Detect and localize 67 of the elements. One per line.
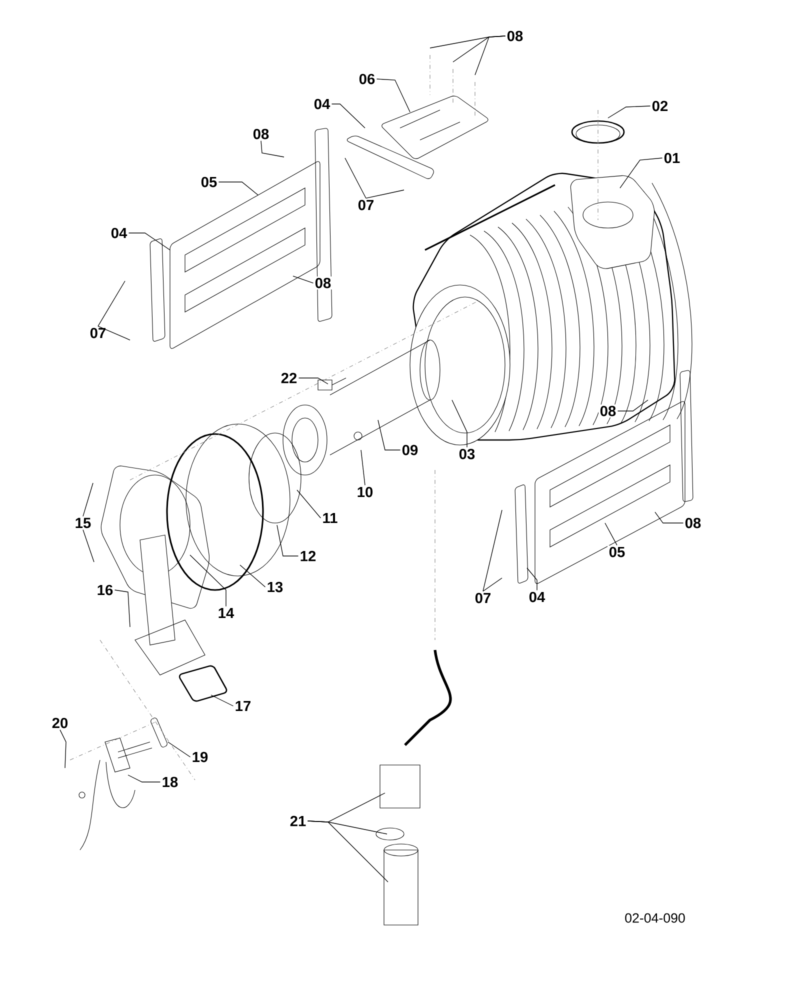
leader-line bbox=[526, 568, 538, 591]
leader-line bbox=[298, 378, 328, 384]
leader-line bbox=[276, 524, 299, 556]
drawing-number: 02-04-090 bbox=[625, 913, 685, 923]
callout-number: 05 bbox=[200, 175, 218, 189]
leader-line bbox=[82, 482, 94, 517]
callout-number: 15 bbox=[74, 516, 92, 530]
leader-line bbox=[296, 490, 321, 518]
callout-number: 08 bbox=[598, 404, 618, 418]
leader-line bbox=[210, 694, 234, 706]
callout-number: 10 bbox=[356, 485, 374, 499]
callout-number: 02 bbox=[650, 100, 670, 113]
leader-line bbox=[98, 280, 126, 327]
leader-line bbox=[482, 510, 502, 592]
leader-line bbox=[474, 36, 506, 76]
callout-number: 07 bbox=[356, 198, 376, 212]
callout-number: 01 bbox=[662, 151, 682, 165]
callout-number: 14 bbox=[216, 606, 236, 620]
callout-number: 08 bbox=[684, 516, 702, 530]
callout-number: 04 bbox=[110, 226, 128, 240]
leader-line bbox=[604, 522, 618, 546]
leader-line bbox=[608, 106, 651, 118]
leader-line bbox=[240, 564, 266, 588]
leader-line bbox=[292, 276, 314, 284]
leader-line bbox=[617, 400, 648, 412]
leader-line bbox=[60, 729, 66, 768]
callout-number: 08 bbox=[252, 128, 270, 141]
callout-number: 21 bbox=[288, 814, 308, 828]
leader-line bbox=[378, 420, 401, 450]
callout-number: 09 bbox=[400, 443, 420, 457]
leader-line bbox=[168, 742, 191, 758]
leader-line bbox=[366, 190, 404, 199]
callout-number: 08 bbox=[506, 30, 524, 43]
callout-number: 11 bbox=[320, 512, 340, 524]
callout-number: 04 bbox=[312, 97, 332, 111]
leader-line bbox=[331, 104, 366, 128]
leader-line bbox=[452, 400, 468, 448]
callout-number: 08 bbox=[314, 276, 332, 290]
callout-number: 12 bbox=[298, 550, 318, 562]
leader-line bbox=[190, 554, 226, 607]
leader-line bbox=[128, 232, 170, 250]
callout-number: 13 bbox=[266, 580, 284, 594]
callout-number: 17 bbox=[234, 700, 252, 712]
leader-line bbox=[654, 512, 684, 524]
leader-line bbox=[218, 182, 258, 196]
callout-number: 06 bbox=[358, 72, 376, 86]
leader-line bbox=[620, 158, 663, 188]
leader-line bbox=[114, 590, 130, 628]
callout-number: 16 bbox=[96, 583, 114, 597]
leader-line bbox=[307, 820, 388, 882]
leader-line bbox=[360, 450, 366, 486]
callout-number: 19 bbox=[190, 750, 210, 764]
leader-line bbox=[344, 158, 366, 199]
callout-number: 20 bbox=[50, 716, 70, 730]
leader-line bbox=[482, 578, 502, 592]
callout-number: 03 bbox=[458, 447, 476, 461]
leader-line bbox=[82, 529, 94, 562]
callout-number: 07 bbox=[474, 591, 492, 605]
callout-number: 04 bbox=[528, 590, 546, 604]
callout-number: 22 bbox=[280, 372, 298, 384]
callout-number: 05 bbox=[608, 545, 626, 559]
callout-number: 07 bbox=[88, 326, 108, 340]
leader-line bbox=[376, 78, 410, 112]
leader-line bbox=[128, 774, 161, 782]
callout-number: 18 bbox=[160, 775, 180, 789]
leader-line bbox=[98, 326, 130, 340]
leader-line bbox=[260, 140, 284, 158]
